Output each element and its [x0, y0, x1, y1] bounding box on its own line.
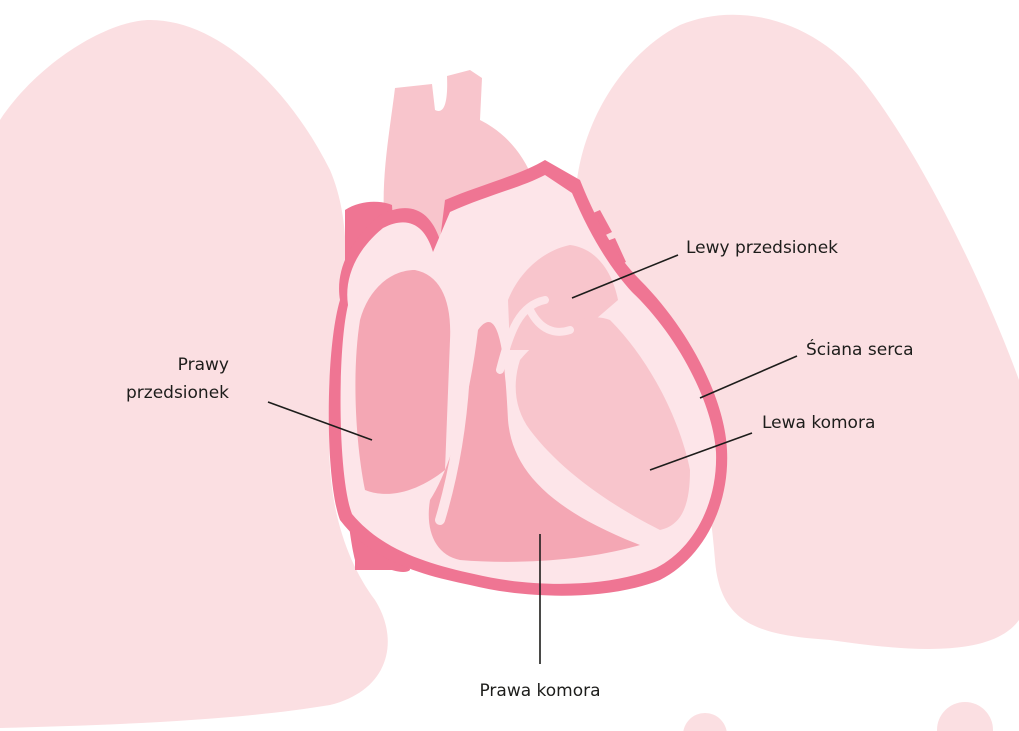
label-left-atrium: Lewy przedsionek — [686, 238, 838, 258]
label-heart-wall: Ściana serca — [806, 338, 914, 360]
bg-circle-2 — [937, 702, 993, 731]
label-right-atrium-line1: Prawy — [178, 355, 229, 375]
label-left-ventricle: Lewa komora — [762, 413, 875, 433]
label-right-ventricle: Prawa komora — [479, 681, 600, 701]
label-right-atrium-line2: przedsionek — [126, 383, 229, 403]
bg-circle-1 — [683, 713, 727, 731]
right-atrium-shape — [355, 270, 450, 494]
